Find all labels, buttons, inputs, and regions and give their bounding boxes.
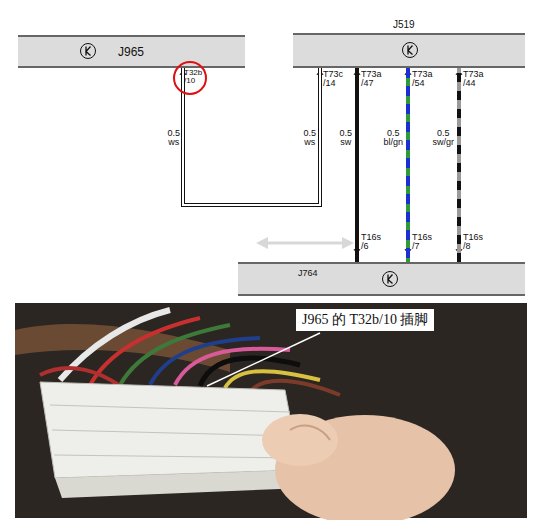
pin-label: T73a /54 xyxy=(412,70,433,89)
wire xyxy=(183,68,320,205)
control-unit-band: J764 xyxy=(238,262,525,296)
wire xyxy=(459,68,460,262)
wire xyxy=(408,68,409,262)
diagnosis-symbol xyxy=(401,41,419,59)
unit-name: J519 xyxy=(393,19,415,30)
hint-arrow xyxy=(262,242,348,245)
pin-label: T73a /47 xyxy=(361,70,382,89)
control-unit-band: J965 xyxy=(18,35,245,68)
diagnosis-symbol xyxy=(79,42,97,60)
wire-label: 0.5 sw xyxy=(338,128,353,149)
wire-label: 0.5 sw/gr xyxy=(432,128,456,149)
pin-label: T16s /7 xyxy=(412,233,432,252)
wire-label: 0.5 bl/gn xyxy=(382,128,404,149)
wire xyxy=(357,68,358,262)
connector-photo xyxy=(15,303,527,520)
unit-name: J965 xyxy=(118,45,144,59)
pin-label: T16s /8 xyxy=(463,233,483,252)
diagnosis-symbol xyxy=(381,270,399,288)
pin-label: T16s /6 xyxy=(361,233,381,252)
pin-label: T32b /10 xyxy=(184,69,202,86)
callout-label: J965 的 T32b/10 插脚 xyxy=(296,309,434,331)
unit-name: J764 xyxy=(298,268,318,278)
pin-label: T73a /44 xyxy=(463,70,484,89)
pin-label: T73c /14 xyxy=(323,70,343,89)
wire-label: 0.5 ws xyxy=(166,128,181,149)
wire-label: 0.5 ws xyxy=(302,128,317,149)
control-unit-band: J519 xyxy=(293,33,525,68)
